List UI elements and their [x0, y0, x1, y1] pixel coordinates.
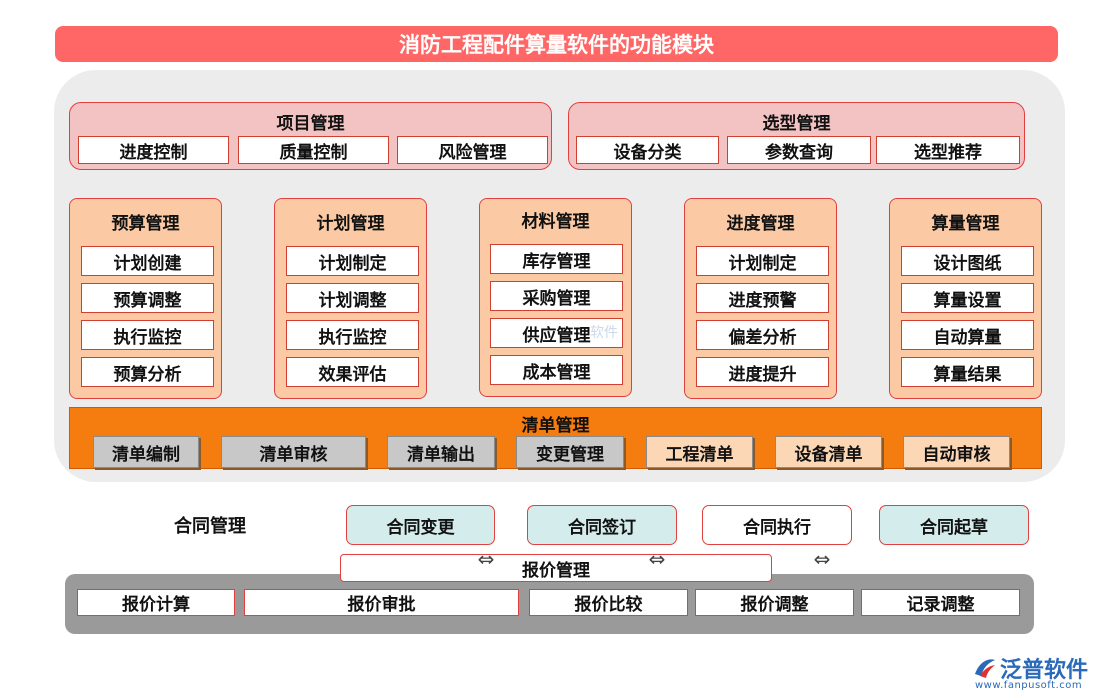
- box-jindu-3: 偏差分析: [696, 320, 829, 350]
- box-jindu-4: 进度提升: [696, 357, 829, 387]
- box-yusuan-2: 预算调整: [81, 283, 214, 313]
- baojia-item-2: 报价审批: [244, 589, 519, 616]
- baojia-item-4: 报价调整: [695, 589, 854, 616]
- diagram-title: 消防工程配件算量软件的功能模块: [55, 26, 1058, 62]
- box-yusuan-3: 执行监控: [81, 320, 214, 350]
- box-jihua-1: 计划制定: [286, 246, 419, 276]
- group-jihua-head: 计划管理: [316, 213, 385, 234]
- hetong-head: 合同管理: [174, 516, 246, 537]
- group-cailiao-head: 材料管理: [521, 211, 590, 232]
- box-yusuan-1: 计划创建: [81, 246, 214, 276]
- box-jihua-2: 计划调整: [286, 283, 419, 313]
- qingdan-item-6: 设备清单: [775, 436, 882, 468]
- box-jihua-3: 执行监控: [286, 320, 419, 350]
- baojia-item-5: 记录调整: [861, 589, 1020, 616]
- double-arrow-icon: ⇔: [648, 547, 666, 571]
- qingdan-item-1: 清单编制: [93, 436, 199, 468]
- baojia-item-1: 报价计算: [77, 589, 235, 616]
- box-cailiao-3: 供应管理: [490, 318, 623, 348]
- box-xiangmu-2: 质量控制: [238, 136, 389, 164]
- box-suanliang-1: 设计图纸: [901, 246, 1034, 276]
- group-yusuan-head: 预算管理: [111, 213, 180, 234]
- box-cailiao-2: 采购管理: [490, 281, 623, 311]
- box-jindu-2: 进度预警: [696, 283, 829, 313]
- box-xuanxing-1: 设备分类: [576, 136, 719, 164]
- group-xuanxing-head: 选型管理: [762, 113, 831, 134]
- box-xuanxing-3: 选型推荐: [876, 136, 1020, 164]
- qingdan-item-3: 清单输出: [387, 436, 495, 468]
- box-suanliang-4: 算量结果: [901, 357, 1034, 387]
- watermark: 软件: [590, 325, 618, 341]
- qingdan-head: 清单管理: [521, 415, 590, 436]
- box-suanliang-3: 自动算量: [901, 320, 1034, 350]
- double-arrow-icon: ⇔: [477, 547, 495, 571]
- box-jihua-4: 效果评估: [286, 357, 419, 387]
- hetong-item-4: 合同起草: [879, 505, 1029, 545]
- qingdan-item-7: 自动审核: [903, 436, 1010, 468]
- fanpu-logo-icon: [975, 659, 995, 678]
- qingdan-item-5: 工程清单: [646, 436, 753, 468]
- box-suanliang-2: 算量设置: [901, 283, 1034, 313]
- baojia-item-3: 报价比较: [529, 589, 688, 616]
- hetong-item-1: 合同变更: [346, 505, 495, 545]
- double-arrow-icon: ⇔: [813, 547, 831, 571]
- qingdan-item-4: 变更管理: [516, 436, 624, 468]
- group-jindu-head: 进度管理: [726, 213, 795, 234]
- box-xuanxing-2: 参数查询: [727, 136, 871, 164]
- box-xiangmu-1: 进度控制: [78, 136, 229, 164]
- group-xiangmu-head: 项目管理: [276, 113, 345, 134]
- group-suanliang-head: 算量管理: [931, 213, 1000, 234]
- box-jindu-1: 计划制定: [696, 246, 829, 276]
- hetong-item-3: 合同执行: [702, 505, 852, 545]
- logo-name: 泛普软件: [1000, 658, 1089, 683]
- box-xiangmu-3: 风险管理: [397, 136, 548, 164]
- hetong-item-2: 合同签订: [527, 505, 677, 545]
- box-yusuan-4: 预算分析: [81, 357, 214, 387]
- box-cailiao-4: 成本管理: [490, 355, 623, 385]
- qingdan-item-2: 清单审核: [221, 436, 366, 468]
- box-cailiao-1: 库存管理: [490, 244, 623, 274]
- logo-url: www.fanpusoft.com: [975, 680, 1083, 691]
- baojia-head: 报价管理: [340, 554, 772, 582]
